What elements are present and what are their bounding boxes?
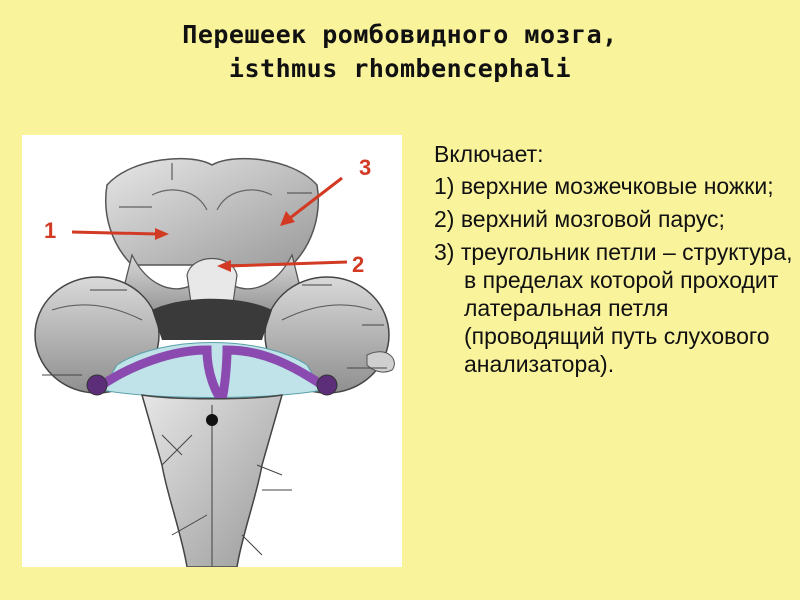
intro-label: Включает:: [434, 141, 544, 167]
brainstem-drawing: [34, 157, 395, 567]
callout-3: 3: [359, 155, 372, 180]
list-item: 3) треугольник петли – структура, в пред…: [434, 239, 793, 377]
annotation-arrows: [71, 176, 348, 272]
description-text: Включает: 1) верхние мозжечковые ножки; …: [434, 140, 794, 383]
colliculi: [105, 157, 319, 266]
title-line-2: isthmus rhombencephali: [228, 54, 572, 83]
callout-1: 1: [44, 218, 57, 243]
title-line-1: Перешеек ромбовидного мозга,: [182, 20, 618, 49]
list-item: 1) верхние мозжечковые ножки;: [434, 173, 774, 199]
brainstem-illustration: 1 2 3: [22, 135, 402, 567]
slide-title: Перешеек ромбовидного мозга, isthmus rho…: [0, 18, 800, 86]
callout-2: 2: [352, 252, 365, 277]
superior-medullary-velum: [186, 257, 238, 311]
list-item: 2) верхний мозговой парус;: [434, 206, 725, 232]
